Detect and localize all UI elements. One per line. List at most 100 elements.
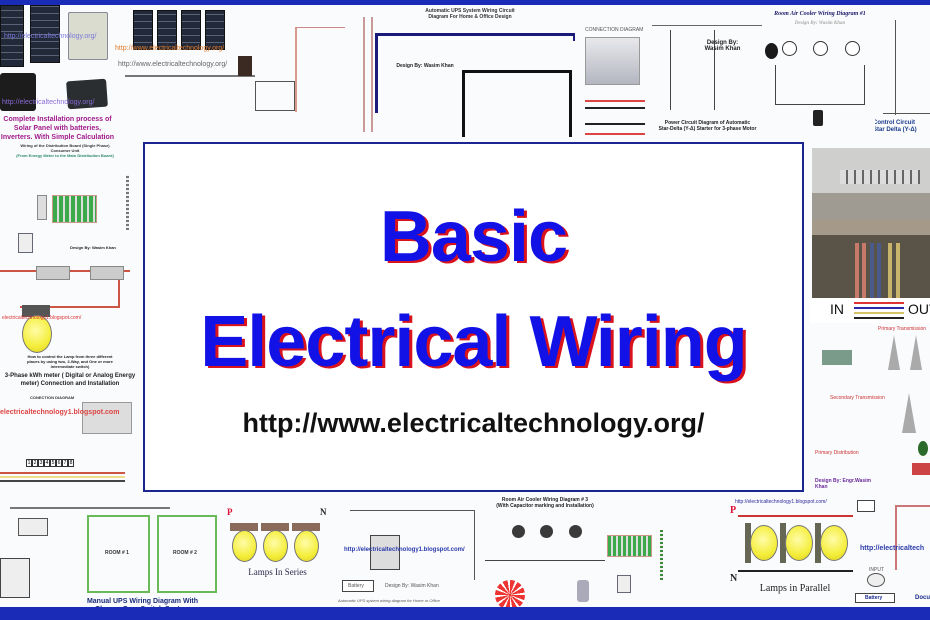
title-line1: Wiring of the Distribution Board (Single… <box>20 143 110 148</box>
ups-bottom-designer: Design By: Wasim Khan <box>385 583 439 589</box>
transmission-tile[interactable]: Primary Transmission Secondary Transmiss… <box>810 323 930 495</box>
knob-icon <box>569 525 582 538</box>
star-delta-designer: Design By: Wasim Khan <box>704 40 741 52</box>
meter-photo-tile[interactable] <box>810 148 930 298</box>
ups-title-line2: Diagram For Home & Office Design <box>428 14 512 20</box>
distribution-bottom-tile[interactable] <box>605 500 720 607</box>
series-caption: Lamps In Series <box>248 567 307 577</box>
lamp-icon <box>785 525 813 561</box>
three-way-switch-tile[interactable]: electricaltechnology1.blogspot.com/ How … <box>0 260 140 370</box>
kwh-meter-image <box>82 402 132 434</box>
main-title-panel: Basic Electrical Wiring http://www.elect… <box>143 142 804 492</box>
star-delta-tile[interactable]: Design By: Wasim Khan Power Circuit Diag… <box>650 5 765 140</box>
wire <box>363 17 373 132</box>
inverter-image <box>68 12 108 60</box>
wire <box>854 317 904 319</box>
air-cooler-1-tile[interactable]: Room Air Cooler Wiring Diagram #1 Design… <box>765 5 875 140</box>
lamp-holder-image <box>745 523 751 563</box>
wire <box>854 302 904 304</box>
parallel-p-label: P <box>730 505 737 516</box>
caption-line2: places by using two, 2-Way, and One or m… <box>27 359 113 364</box>
lamp-icon <box>263 530 288 562</box>
wire <box>883 113 930 114</box>
lamp-holder-image <box>22 305 50 317</box>
distribution-title: Wiring of the Distribution Board (Single… <box>10 143 120 158</box>
connection-header: CONNECTION DIAGRAM <box>585 27 644 33</box>
star-delta-caption: Power Circuit Diagram of Automatic Star-… <box>650 120 765 132</box>
parallel-watermark: http://electricaltechnology1.blogspot.co… <box>735 499 827 505</box>
manual-ups-tile[interactable]: ROOM # 1 ROOM # 2 Manual UPS Wiring Diag… <box>0 495 225 607</box>
parallel-caption: Lamps in Parallel <box>759 583 831 594</box>
lamp-icon <box>750 525 778 561</box>
switch-box <box>90 266 124 280</box>
kwh-header: CONECTION DIAGRAM <box>30 395 75 400</box>
solar-tile[interactable]: http://electricaltechnology.org/ http://… <box>0 5 115 140</box>
fan-icon <box>495 580 525 607</box>
control-circuit-tile[interactable]: Control Circuit Star Delta (Y-Δ) <box>875 5 930 140</box>
wire <box>738 515 853 517</box>
lamps-series-tile[interactable]: P N Lamps In Series <box>225 505 330 605</box>
distribution-board-tile[interactable]: Wiring of the Distribution Board (Single… <box>0 140 140 260</box>
wire <box>0 472 125 474</box>
subtitle: (From Energy Meter to the Main Distribut… <box>16 153 114 158</box>
solar-panel-image <box>0 5 24 67</box>
wire <box>10 507 170 509</box>
wire <box>0 476 125 478</box>
pump-image <box>813 110 823 126</box>
ups-title-line1: Automatic UPS System Wiring Circuit <box>425 8 515 14</box>
ups-right-tile[interactable]: http://electricaltech INPUT Battery Docu <box>855 495 930 607</box>
three-way-caption: How to control the Lamp from three diffe… <box>0 354 140 369</box>
wire <box>854 307 904 309</box>
battery-label: Battery <box>865 595 883 601</box>
breaker-bank-image <box>52 195 97 223</box>
wire <box>462 70 572 137</box>
knob-icon <box>512 525 525 538</box>
battery-label: Battery <box>348 583 364 589</box>
title-line1: Basic <box>379 197 568 277</box>
main-url[interactable]: http://www.electricaltechnology.org/ <box>242 408 705 438</box>
wire <box>660 530 663 580</box>
solar-wiring-tile[interactable]: http://www.electricaltechnology.org/ htt… <box>115 5 345 130</box>
ups-bottom-tile[interactable]: http://electricaltechnology1.blogspot.co… <box>330 495 480 607</box>
wire <box>854 312 904 314</box>
solar-panel-image <box>205 10 225 50</box>
connection-box-image <box>585 37 640 85</box>
main-breaker-image <box>37 195 47 220</box>
docu-label: Docu <box>915 595 930 601</box>
terminal: 2 <box>32 459 38 467</box>
main-switch-image <box>857 500 875 512</box>
kwh-meter-tile[interactable]: 3-Phase kWh meter ( Digital or Analog En… <box>0 372 140 492</box>
caption-line2: Star-Delta (Y-Δ) Starter for 3-phase Mot… <box>658 126 757 132</box>
tree-icon <box>918 441 928 456</box>
lamps-parallel-tile[interactable]: http://electricaltechnology1.blogspot.co… <box>730 495 855 607</box>
in-out-tile: IN OUT <box>810 298 930 323</box>
switch-icon <box>813 41 828 56</box>
switch-box <box>36 266 70 280</box>
manual-ups-caption: Manual UPS Wiring Diagram With Change Ov… <box>60 598 225 607</box>
parallel-n-label: N <box>730 573 738 584</box>
control-circuit-caption: Control Circuit Star Delta (Y-Δ) <box>875 120 917 134</box>
air-cooler-2-title: Room Air Cooler Wiring Diagram # 3 (With… <box>485 497 605 509</box>
wire <box>585 100 645 102</box>
switch-icon <box>845 41 860 56</box>
tower-icon <box>902 393 916 433</box>
lamp-icon <box>294 530 319 562</box>
series-p-label: P <box>227 507 233 517</box>
power-plant-image <box>822 350 852 365</box>
connection-tile[interactable]: CONNECTION DIAGRAM <box>585 5 645 140</box>
ups-wiring-tile[interactable]: Automatic UPS System Wiring Circuit Diag… <box>345 5 585 137</box>
lamp-icon <box>232 530 257 562</box>
battery-image <box>855 593 895 603</box>
caption-line2: Change Over Switch System <box>95 606 190 607</box>
bottom-band <box>0 607 930 620</box>
air-cooler-2-tile[interactable]: Room Air Cooler Wiring Diagram # 3 (With… <box>485 495 605 607</box>
battery-image <box>0 73 36 111</box>
wire <box>775 65 865 105</box>
pump-image <box>577 580 589 602</box>
solar-panel-image <box>157 10 177 50</box>
solar-watermark: http://electricaltechnology.org/ <box>4 33 97 40</box>
knob-icon <box>540 525 553 538</box>
caption-line1: Manual UPS Wiring Diagram With <box>86 598 199 605</box>
solar-url-gray: http://www.electricaltechnology.org/ <box>118 61 228 68</box>
room2-label: ROOM # 2 <box>173 550 197 556</box>
